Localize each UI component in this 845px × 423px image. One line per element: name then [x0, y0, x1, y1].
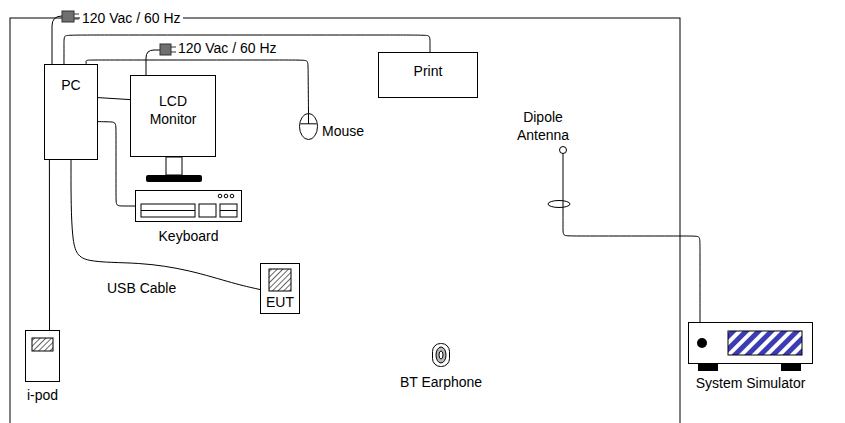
- ipod-symbol: [25, 330, 60, 382]
- simulator-body: [689, 323, 813, 364]
- power-plug: [160, 44, 171, 55]
- antenna-tip: [560, 147, 567, 154]
- video-cable: [98, 98, 130, 100]
- ipod-body: [26, 331, 60, 382]
- mouse-icon: Mouse: [299, 113, 318, 140]
- cable-label: USB Cable: [105, 280, 178, 296]
- pc-box: PC: [44, 64, 98, 160]
- antenna-rod: [563, 154, 564, 213]
- indicator-led: [218, 194, 222, 198]
- keyboard-icon: Keyboard: [135, 190, 242, 222]
- earphone-speaker: [439, 351, 443, 359]
- node-label: Dipole Antenna: [508, 108, 578, 144]
- simulator-foot: [781, 364, 801, 371]
- power-label: 120 Vac / 60 Hz: [176, 40, 279, 56]
- system-simulator: System Simulator: [688, 322, 813, 364]
- power-label: 120 Vac / 60 Hz: [80, 10, 183, 26]
- usb-cable: [71, 160, 260, 290]
- monitor-neck: [166, 157, 182, 175]
- printer-box: Print: [378, 52, 478, 98]
- node-label: i-pod: [27, 386, 58, 404]
- mouse-symbol: [299, 113, 318, 140]
- keyboard-body: [136, 191, 242, 222]
- monitor-power-cord: [146, 50, 160, 75]
- eut-body: [261, 264, 300, 314]
- monitor-base: [146, 175, 202, 182]
- pc-power-cord: [52, 16, 62, 64]
- dipole-antenna: Dipole Antenna: [548, 146, 578, 212]
- indicator-led: [224, 194, 228, 198]
- node-label: BT Earphone: [400, 373, 482, 391]
- node-label: PC: [47, 76, 95, 94]
- earphone-body: [433, 344, 450, 367]
- node-label: Mouse: [322, 122, 364, 140]
- antenna-cable: [563, 212, 700, 322]
- node-label: System Simulator: [696, 374, 806, 392]
- node-label: Print: [383, 62, 473, 80]
- earphone-icon: BT Earphone: [432, 343, 450, 367]
- ipod-screen: [32, 338, 53, 351]
- eut-screen: [269, 269, 291, 291]
- key-row: [220, 210, 237, 211]
- key-block: [199, 204, 216, 217]
- ipod-cable: [49, 160, 50, 330]
- power-plug: [62, 11, 74, 22]
- mouse-button-line: [308, 114, 309, 124]
- simulator-display: [728, 331, 802, 355]
- mouse-body: [300, 114, 318, 140]
- monitor-box: LCD Monitor: [130, 75, 216, 157]
- key-block: [220, 204, 237, 217]
- antenna-symbol: [548, 146, 578, 212]
- rf-port: [697, 338, 707, 348]
- node-label: LCD Monitor: [141, 92, 205, 128]
- earphone-symbol: [432, 343, 450, 367]
- indicator-led: [230, 194, 234, 198]
- plug-prong: [74, 19, 79, 20]
- key-row: [141, 210, 195, 211]
- antenna-ring: [548, 201, 570, 208]
- eut-device: EUT: [260, 263, 300, 314]
- table-outline: [10, 18, 680, 423]
- node-label: Keyboard: [159, 227, 219, 245]
- sim-symbol: [688, 322, 813, 364]
- plug-prong: [74, 14, 79, 15]
- earphone-speaker: [436, 347, 446, 363]
- key-block: [141, 204, 195, 217]
- node-label: EUT: [260, 293, 300, 311]
- ipod-device: i-pod: [25, 330, 60, 382]
- simulator-foot: [698, 364, 718, 371]
- keyboard-symbol: [135, 190, 242, 222]
